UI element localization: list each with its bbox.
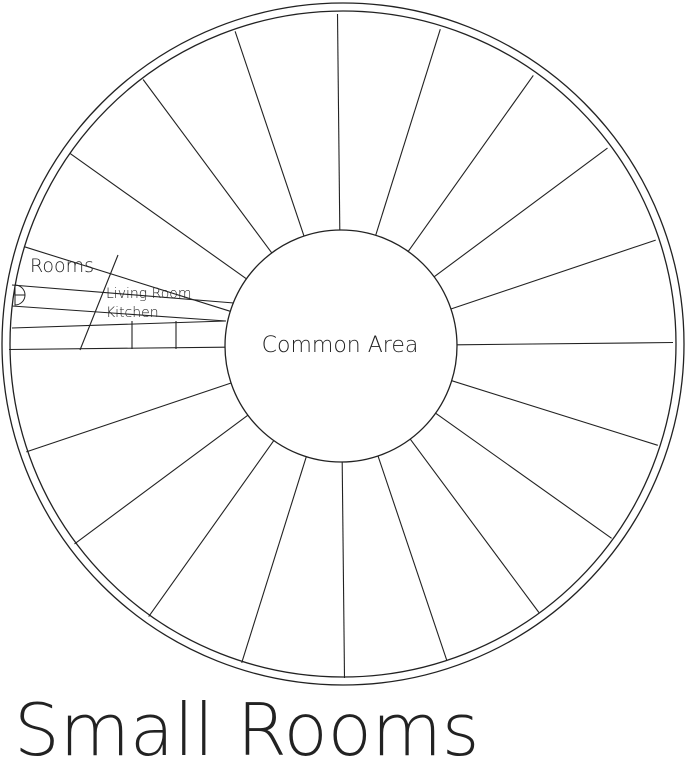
door-symbol [14, 284, 26, 306]
living-room-label: Living Room [106, 286, 191, 302]
outer-ring [1, 2, 685, 686]
inner-ring [9, 10, 677, 678]
divider-line [433, 147, 608, 278]
center-label: Common Area [262, 333, 419, 358]
divider-line [26, 382, 232, 453]
divider-line [409, 438, 540, 613]
divider-line [70, 153, 247, 280]
divider-line [148, 440, 275, 617]
room-dividers [8, 13, 674, 679]
divider-line [456, 341, 674, 346]
divider-line [451, 380, 658, 446]
divider-line [375, 29, 441, 236]
rooms-label: Rooms [30, 255, 94, 277]
room-detail-lines [11, 254, 235, 351]
divider-line [341, 461, 346, 679]
divider-line [234, 31, 305, 237]
divider-line [241, 456, 307, 663]
divider-line [74, 414, 249, 545]
kitchen-label: Kitchen [106, 305, 159, 321]
divider-line [8, 346, 226, 351]
divider-line [336, 13, 341, 231]
common-area-circle [224, 229, 458, 463]
divider-line [377, 455, 448, 661]
divider-line [142, 79, 273, 254]
divider-line [407, 75, 534, 252]
divider-line [450, 239, 656, 310]
divider-line [24, 246, 231, 312]
divider-line [435, 412, 612, 539]
page-title: Small Rooms [14, 688, 479, 762]
